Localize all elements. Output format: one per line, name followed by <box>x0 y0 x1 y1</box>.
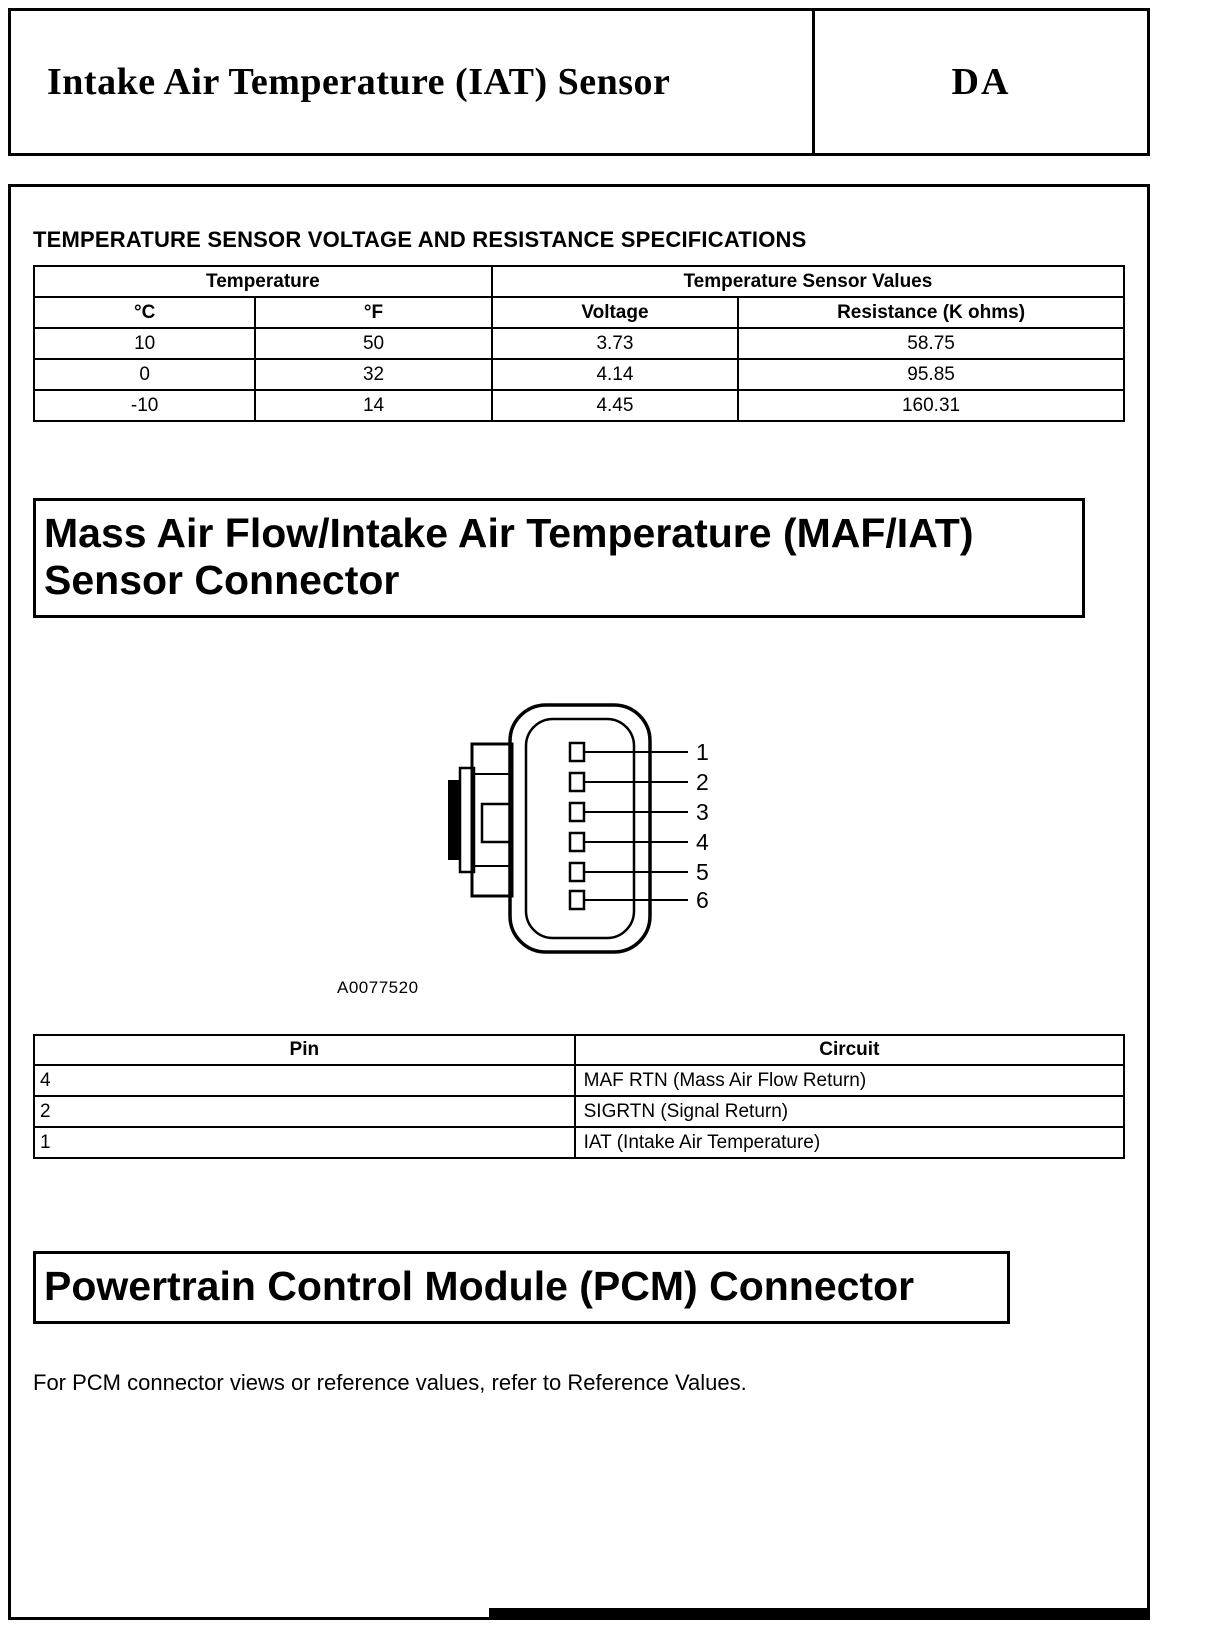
connector-body-outer <box>508 703 652 955</box>
spec-cell: 32 <box>254 358 493 391</box>
circuit-cell: IAT (Intake Air Temperature) <box>573 1126 1126 1160</box>
spec-cell: 10 <box>32 327 257 360</box>
pin-table-row: 4 MAF RTN (Mass Air Flow Return) <box>33 1064 1126 1098</box>
pin-6 <box>568 890 586 911</box>
reference-values-link[interactable]: Reference Values. <box>567 1370 747 1396</box>
connector-flange <box>448 742 514 898</box>
page-title: Intake Air Temperature (IAT) Sensor <box>47 61 671 103</box>
spec-row: -10 14 4.45 160.31 <box>32 389 1125 422</box>
spec-cell: 4.14 <box>490 358 740 391</box>
spec-cell: -10 <box>32 389 257 422</box>
pin-circuit-table: Pin Circuit 4 MAF RTN (Mass Air Flow Ret… <box>33 1034 1126 1160</box>
circuit-cell: MAF RTN (Mass Air Flow Return) <box>573 1064 1126 1098</box>
connector-body-inner <box>524 718 636 940</box>
spec-group-header-values: Temperature Sensor Values <box>490 265 1126 298</box>
header-title-cell: Intake Air Temperature (IAT) Sensor <box>11 11 812 153</box>
pin-cell: 2 <box>33 1095 576 1129</box>
spec-col-resistance: Resistance (K ohms) <box>737 296 1125 329</box>
page-header: Intake Air Temperature (IAT) Sensor DA <box>8 8 1150 156</box>
pin-1-label: 1 <box>696 739 709 765</box>
spec-cell: 58.75 <box>737 327 1125 360</box>
pin-3-label: 3 <box>696 799 709 825</box>
connector-pins: 1 2 3 4 5 6 <box>568 739 709 913</box>
pin-table-col-circuit: Circuit <box>573 1034 1126 1067</box>
flange-black-block <box>448 780 460 861</box>
spec-cell: 0 <box>32 358 257 391</box>
pin-cell: 4 <box>33 1064 576 1098</box>
maf-section-title: Mass Air Flow/Intake Air Temperature (MA… <box>33 498 1085 619</box>
pin-5-label: 5 <box>696 859 709 885</box>
pin-4 <box>568 832 586 853</box>
pin-2-label: 2 <box>696 769 709 795</box>
spec-table-heading: TEMPERATURE SENSOR VOLTAGE AND RESISTANC… <box>33 227 807 252</box>
spec-cell: 160.31 <box>737 389 1125 422</box>
spec-row: 0 32 4.14 95.85 <box>32 358 1125 391</box>
pin-table-header-row: Pin Circuit <box>33 1034 1126 1067</box>
pin-4-label: 4 <box>696 829 709 855</box>
pin-table-row: 2 SIGRTN (Signal Return) <box>33 1095 1126 1129</box>
connector-figure: 1 2 3 4 5 6 A <box>33 700 1125 998</box>
pin-5 <box>568 862 586 883</box>
spec-group-header-row: Temperature Temperature Sensor Values <box>33 265 1126 298</box>
connector-diagram: 1 2 3 4 5 6 <box>448 703 709 955</box>
spec-group-header-temperature: Temperature <box>33 265 493 298</box>
section-code: DA <box>951 61 1011 103</box>
spec-cell: 14 <box>254 389 493 422</box>
spec-cell: 95.85 <box>737 358 1125 391</box>
figure-number: A0077520 <box>337 978 419 998</box>
spec-table: Temperature Temperature Sensor Values °C… <box>32 265 1126 422</box>
flange-step <box>458 767 476 874</box>
pcm-section-title: Powertrain Control Module (PCM) Connecto… <box>33 1251 1010 1325</box>
pcm-body-text: For PCM connector views or reference val… <box>33 1370 1125 1396</box>
spec-column-header-row: °C °F Voltage Resistance (K ohms) <box>32 296 1125 329</box>
spec-col-fahrenheit: °F <box>254 296 493 329</box>
content-box: TEMPERATURE SENSOR VOLTAGE AND RESISTANC… <box>8 184 1150 1620</box>
pcm-text-lead: For PCM connector views or reference val… <box>33 1370 562 1396</box>
pin-3 <box>568 802 586 823</box>
pin-cell: 1 <box>33 1126 576 1160</box>
pin-2 <box>568 772 586 793</box>
spec-cell: 50 <box>254 327 493 360</box>
header-code-cell: DA <box>812 11 1147 153</box>
flange-window <box>480 803 514 844</box>
connector-body <box>508 703 652 955</box>
pin-6-label: 6 <box>696 887 709 913</box>
spec-cell: 3.73 <box>490 327 740 360</box>
spec-col-voltage: Voltage <box>490 296 740 329</box>
pin-table-col-pin: Pin <box>33 1034 576 1067</box>
spec-col-celsius: °C <box>32 296 257 329</box>
circuit-cell: SIGRTN (Signal Return) <box>573 1095 1126 1129</box>
spec-cell: 4.45 <box>490 389 740 422</box>
scan-artifact-bar <box>489 1608 1149 1617</box>
spec-row: 10 50 3.73 58.75 <box>32 327 1125 360</box>
pin-table-row: 1 IAT (Intake Air Temperature) <box>33 1126 1126 1160</box>
pin-1 <box>568 742 586 763</box>
